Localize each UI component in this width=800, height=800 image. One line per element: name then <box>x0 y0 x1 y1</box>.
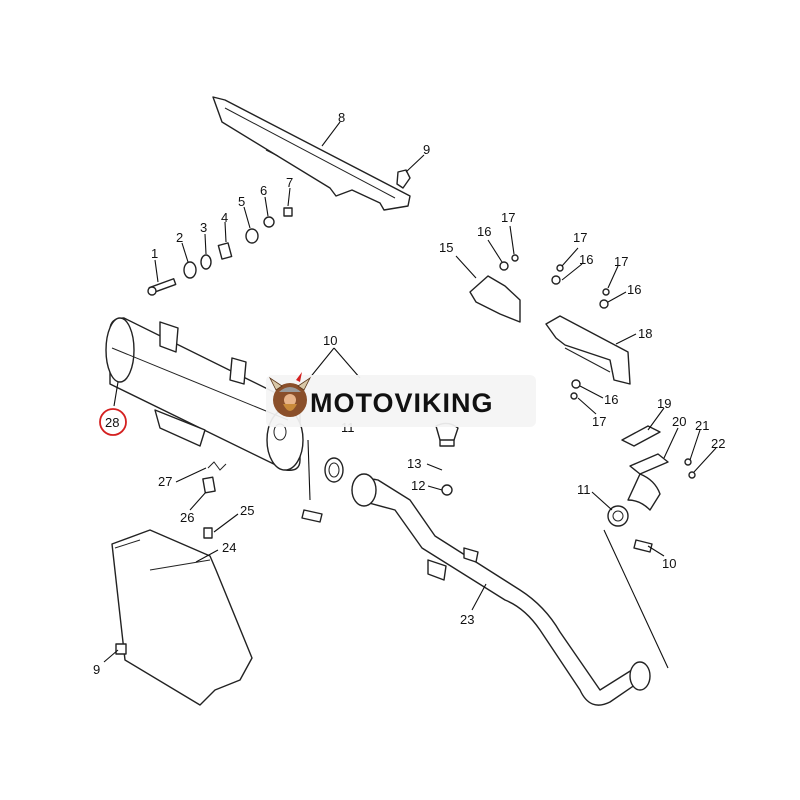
watermark-brand-text: MOTOVIKING <box>310 388 494 418</box>
bolt-part-9-top <box>396 169 411 189</box>
callout-11-right: 11 <box>577 482 591 497</box>
bracket-part-15 <box>469 275 521 323</box>
callout-16-b: 16 <box>579 252 593 267</box>
callout-9-bottom: 9 <box>93 662 100 677</box>
callout-13: 13 <box>407 456 421 471</box>
callout-22: 22 <box>711 436 725 451</box>
callout-10-left: 10 <box>323 333 337 348</box>
callout-20: 20 <box>672 414 686 429</box>
heat-shield-part-24 <box>111 529 253 706</box>
bolt-part-9-bottom <box>115 643 127 655</box>
callout-8: 8 <box>338 110 345 125</box>
callout-5: 5 <box>238 194 245 209</box>
callout-9-top: 9 <box>423 142 430 157</box>
watermark-banner: MOTOVIKING <box>266 372 536 427</box>
exhaust-pipe-part-23 <box>351 473 651 706</box>
callout-4: 4 <box>221 210 228 225</box>
callout-6: 6 <box>260 183 267 198</box>
bracket-part-8 <box>212 96 411 211</box>
callout-18: 18 <box>638 326 652 341</box>
clamp-parts-10-11-left <box>301 439 344 523</box>
bolt-part-25 <box>203 527 213 539</box>
callout-26: 26 <box>180 510 194 525</box>
callout-17-d: 17 <box>592 414 606 429</box>
callout-7: 7 <box>286 175 293 190</box>
spring-part-27 <box>207 461 227 471</box>
callout-21: 21 <box>695 418 709 433</box>
callout-15: 15 <box>439 240 453 255</box>
bolts-parts-12-13 <box>435 422 459 496</box>
leader-lines <box>103 121 717 669</box>
callout-10-right: 10 <box>662 556 676 571</box>
hardware-parts-1-7 <box>147 207 293 296</box>
callout-17-c: 17 <box>614 254 628 269</box>
callout-16-d: 16 <box>604 392 618 407</box>
callout-25: 25 <box>240 503 254 518</box>
highlight-circle-28 <box>99 408 127 436</box>
callout-17-a: 17 <box>501 210 515 225</box>
callout-3: 3 <box>200 220 207 235</box>
callout-27: 27 <box>158 474 172 489</box>
callout-12: 12 <box>411 478 425 493</box>
callout-labels: 1 2 3 4 5 6 7 8 9 10 11 13 12 15 16 17 1… <box>93 110 725 677</box>
viking-mascot-icon <box>268 372 312 417</box>
callout-16-a: 16 <box>477 224 491 239</box>
callout-24: 24 <box>222 540 236 555</box>
callout-17-b: 17 <box>573 230 587 245</box>
callout-16-c: 16 <box>627 282 641 297</box>
callout-2: 2 <box>176 230 183 245</box>
callout-1: 1 <box>151 246 158 261</box>
callout-19: 19 <box>657 396 671 411</box>
fasteners-parts-16-17 <box>499 254 610 400</box>
manifold-parts-19-22 <box>607 425 696 553</box>
bolt-part-26 <box>202 476 216 494</box>
callout-28: 28 <box>105 415 119 430</box>
bracket-part-18 <box>545 315 631 385</box>
callout-23: 23 <box>460 612 474 627</box>
